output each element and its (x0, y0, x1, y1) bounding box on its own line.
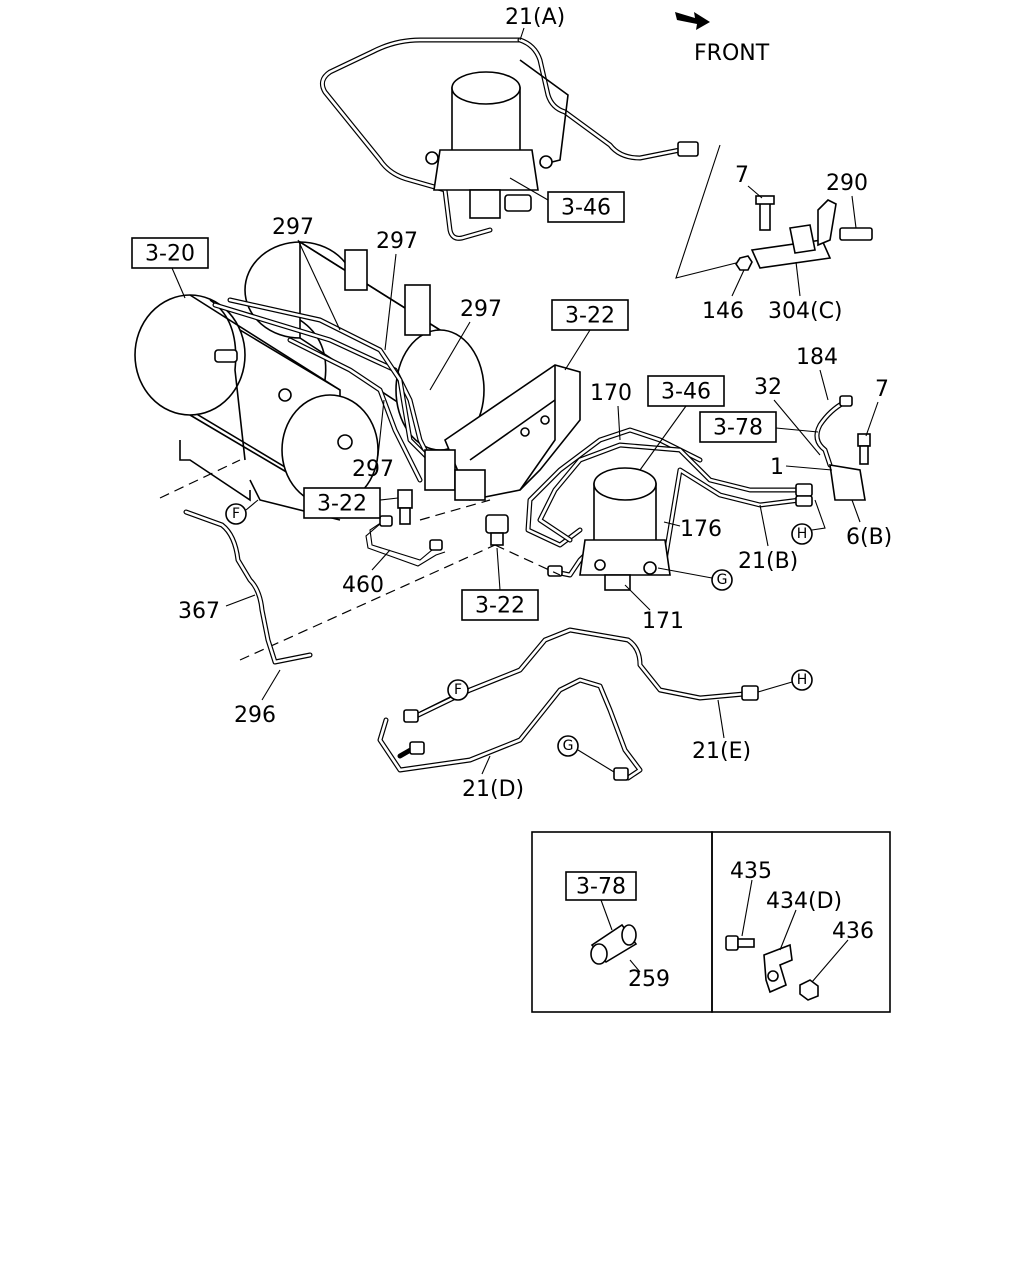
hose-fitting-259 (590, 923, 638, 965)
callout-436: 436 (832, 919, 874, 944)
callout-21A: 21(A) (505, 5, 565, 30)
callout-7b: 7 (875, 377, 889, 402)
callout-184: 184 (796, 345, 838, 370)
air-tanks (134, 240, 485, 521)
callout-1: 1 (770, 455, 784, 480)
air-dryer-right (525, 427, 803, 591)
svg-text:F: F (454, 682, 462, 698)
right-bracket (795, 395, 871, 507)
detail-box-right (711, 831, 891, 1013)
callout-460: 460 (342, 573, 384, 598)
callout-7a: 7 (735, 163, 749, 188)
ref-box-3-78-b[interactable]: 3-78 (565, 871, 637, 901)
connector-F1[interactable]: F (225, 503, 247, 525)
callout-21D: 21(D) (462, 777, 524, 802)
svg-text:F: F (232, 506, 240, 522)
svg-text:3-78: 3-78 (576, 875, 626, 900)
callout-146: 146 (702, 299, 744, 324)
callout-171: 171 (642, 609, 684, 634)
callout-259: 259 (628, 967, 670, 992)
svg-text:3-22: 3-22 (317, 492, 367, 517)
svg-text:H: H (797, 672, 808, 688)
bolt-435 (725, 935, 755, 951)
connector-G2[interactable]: G (557, 735, 579, 757)
callout-296: 296 (234, 703, 276, 728)
bracket-detail (675, 144, 873, 279)
callout-297d: 297 (352, 457, 394, 482)
svg-text:G: G (563, 738, 574, 754)
hose-367 (159, 459, 496, 665)
svg-text:G: G (717, 572, 728, 588)
front-label: FRONT (694, 41, 770, 66)
svg-text:3-22: 3-22 (565, 304, 615, 329)
valves-middle (365, 489, 561, 576)
ref-box-3-22-b[interactable]: 3-22 (303, 487, 381, 519)
callout-297b: 297 (376, 229, 418, 254)
callout-297a: 297 (272, 215, 314, 240)
air-dryer-top (319, 37, 699, 241)
clip-434D (763, 943, 793, 994)
connector-H2[interactable]: H (791, 669, 813, 691)
pipes-21DE (377, 627, 759, 781)
callout-32: 32 (754, 375, 782, 400)
front-arrow-icon (675, 12, 710, 30)
connector-G1[interactable]: G (711, 569, 733, 591)
svg-text:3-20: 3-20 (145, 242, 195, 267)
callout-21B: 21(B) (738, 549, 798, 574)
nut-436 (799, 979, 819, 1001)
connector-H1[interactable]: H (791, 523, 813, 545)
detail-box-left: 3-78 (531, 831, 713, 1013)
ref-box-3-22-a[interactable]: 3-22 (551, 299, 629, 331)
svg-text:3-46: 3-46 (561, 196, 611, 221)
callout-304C: 304(C) (768, 299, 843, 324)
callout-21E: 21(E) (692, 739, 751, 764)
connector-F2[interactable]: F (447, 679, 469, 701)
callout-170: 170 (590, 381, 632, 406)
ref-box-3-20[interactable]: 3-20 (131, 237, 209, 269)
ref-box-3-78-a[interactable]: 3-78 (699, 411, 777, 443)
svg-text:3-78: 3-78 (713, 416, 763, 441)
callout-6B: 6(B) (846, 525, 892, 550)
callout-367: 367 (178, 599, 220, 624)
pipes-297 (212, 297, 443, 483)
callout-297c: 297 (460, 297, 502, 322)
callout-434D: 434(D) (766, 889, 842, 914)
ref-box-3-46-right[interactable]: 3-46 (647, 375, 725, 407)
svg-text:H: H (797, 526, 808, 542)
ref-box-3-22-c[interactable]: 3-22 (461, 589, 539, 621)
frame-bracket (424, 364, 581, 501)
svg-text:3-46: 3-46 (661, 380, 711, 405)
callout-176: 176 (680, 517, 722, 542)
svg-text:3-22: 3-22 (475, 594, 525, 619)
ref-box-3-46-top[interactable]: 3-46 (547, 191, 625, 223)
callout-290: 290 (826, 171, 868, 196)
callout-435: 435 (730, 859, 772, 884)
